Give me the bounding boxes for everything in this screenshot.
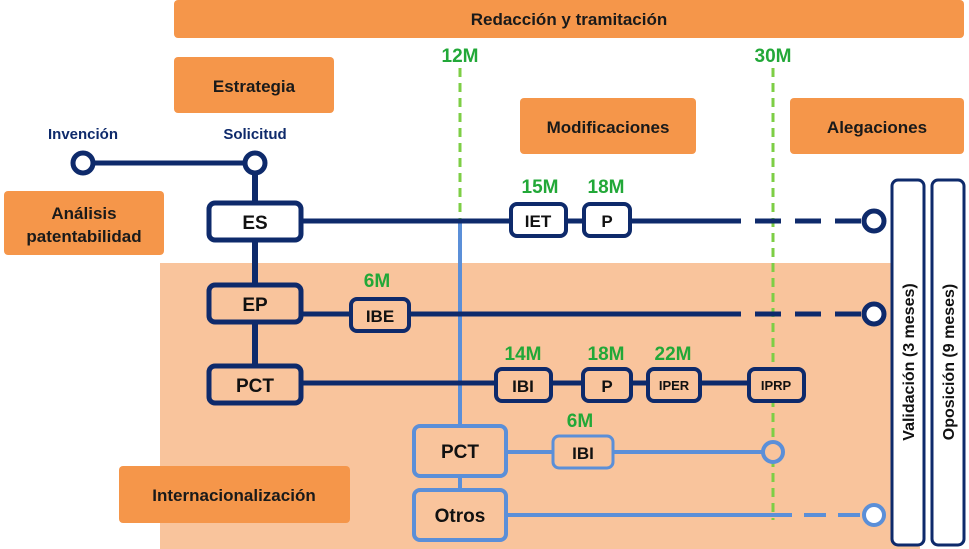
- phase-modificaciones-label: Modificaciones: [547, 118, 670, 137]
- event-es-p-label: P: [601, 212, 612, 231]
- outcome-validacion-label: Validación (3 meses): [901, 283, 918, 440]
- filing-es: [206, 200, 304, 243]
- filing-pct-label: PCT: [236, 376, 274, 397]
- phase-alegaciones: [790, 98, 964, 154]
- phase-internacionalizacion-label: Internacionalización: [152, 486, 315, 505]
- event-pct-iper: [646, 367, 702, 403]
- filing-es-label: ES: [242, 213, 267, 234]
- outcome-oposicion: [930, 178, 966, 547]
- event-es-iet-month: 15M: [522, 177, 559, 198]
- phase-analisis-line2: patentabilidad: [26, 227, 141, 246]
- filing-otros: [412, 488, 508, 542]
- point-solicitud-label: Solicitud: [223, 126, 286, 143]
- banner: [174, 0, 964, 38]
- filing-pct: [206, 363, 304, 406]
- filing-pct2-label: PCT: [441, 442, 479, 463]
- pct2-end-node: [761, 440, 785, 464]
- point-invencion-label: Invención: [48, 126, 118, 143]
- filing-ep-label: EP: [242, 295, 268, 316]
- otros-end-node: [862, 503, 886, 527]
- es-end-node: [861, 208, 887, 234]
- event-ep-ibe-label: IBE: [366, 307, 394, 326]
- phase-modificaciones: [520, 98, 696, 154]
- filing-otros-label: Otros: [435, 506, 486, 527]
- event-es-p-month: 18M: [588, 177, 625, 198]
- ep-end-node: [861, 301, 887, 327]
- event-pct-iper-month: 22M: [655, 344, 692, 365]
- event-pct-ibi: [494, 367, 553, 403]
- phase-analisis-line1: Análisis: [51, 204, 116, 223]
- phase-estrategia-label: Estrategia: [213, 77, 296, 96]
- event-pct-p-month: 18M: [588, 344, 625, 365]
- invencion-node: [70, 150, 96, 176]
- filing-pct2: [412, 424, 508, 478]
- phase-estrategia: [174, 57, 334, 113]
- event-pct2-ibi-month: 6M: [567, 411, 593, 432]
- event-pct-iprp-label: IPRP: [761, 378, 792, 393]
- event-pct-iper-label: IPER: [659, 378, 690, 393]
- timeline-30m-label: 30M: [755, 46, 792, 67]
- event-pct-iprp: [747, 367, 806, 403]
- event-pct-p: [581, 367, 633, 403]
- outcome-oposicion-label: Oposición (9 meses): [941, 284, 958, 441]
- outcome-validacion: [890, 178, 926, 547]
- solicitud-node: [242, 150, 268, 176]
- phase-internacionalizacion: [119, 466, 350, 523]
- filing-ep: [206, 282, 304, 325]
- phase-alegaciones-label: Alegaciones: [827, 118, 927, 137]
- event-ep-ibe: [349, 297, 411, 333]
- event-pct-p-label: P: [601, 377, 612, 396]
- timeline-12m-label: 12M: [442, 46, 479, 67]
- event-pct2-ibi: [551, 434, 615, 470]
- event-pct-ibi-month: 14M: [505, 344, 542, 365]
- event-ep-ibe-month: 6M: [364, 271, 390, 292]
- phase-analisis: [4, 191, 164, 255]
- event-es-iet: [509, 202, 568, 238]
- event-es-p: [582, 202, 632, 238]
- event-es-iet-label: IET: [525, 212, 552, 231]
- banner-text: Redacción y tramitación: [471, 10, 668, 29]
- event-pct-ibi-label: IBI: [512, 377, 534, 396]
- event-pct2-ibi-label: IBI: [572, 444, 594, 463]
